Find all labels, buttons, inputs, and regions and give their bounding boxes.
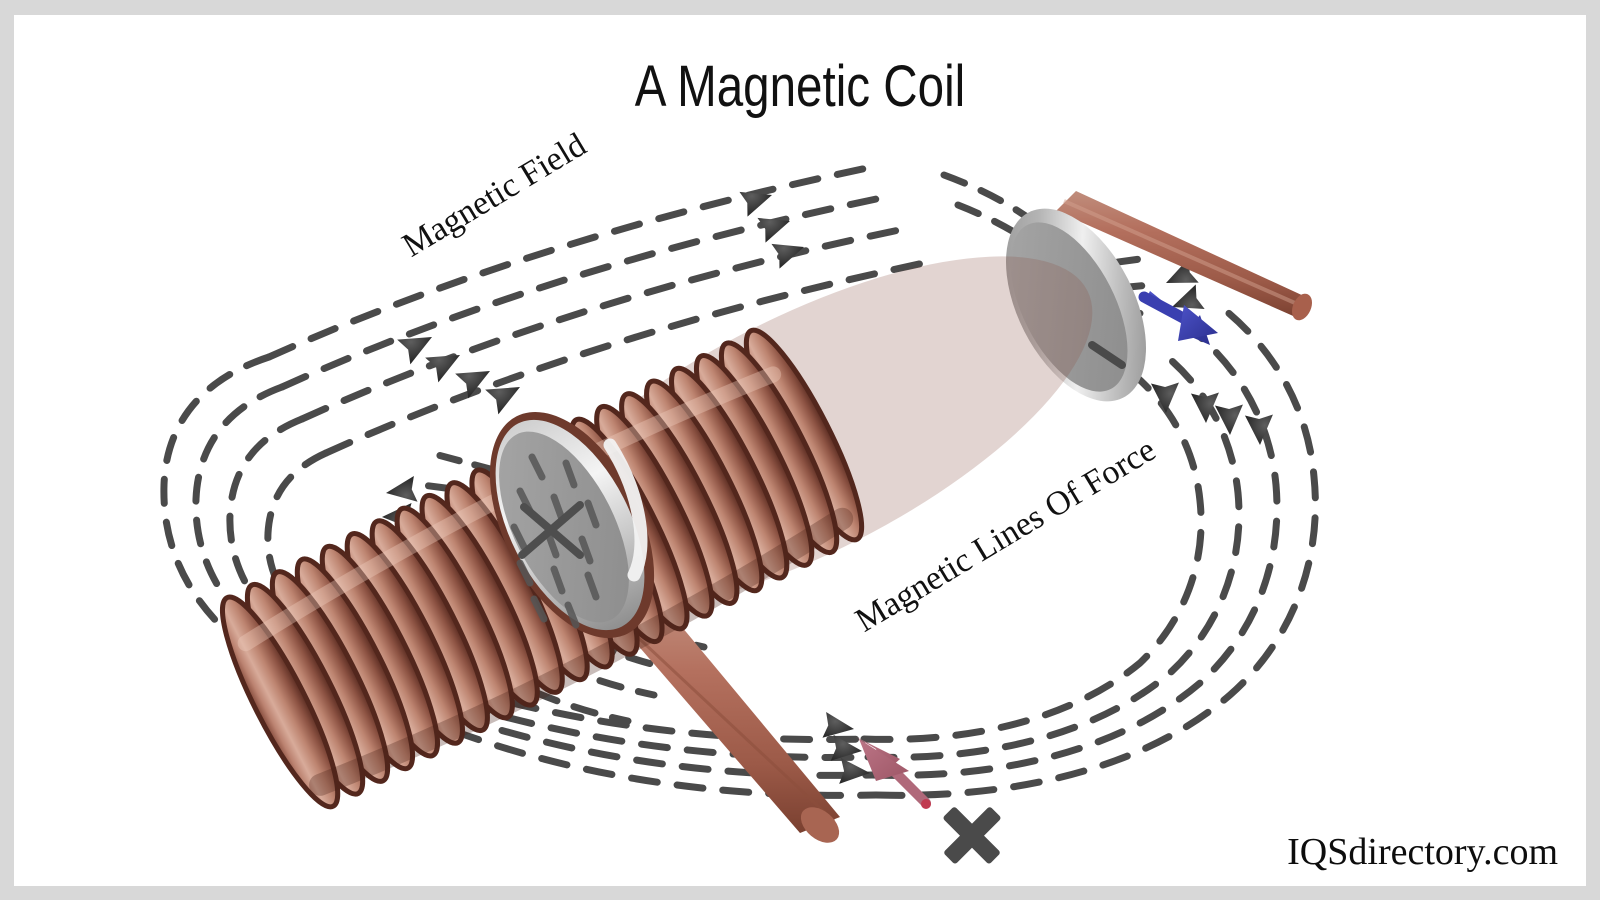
arrowhead-top-1 (739, 191, 772, 217)
copper-coil-winding (219, 256, 1093, 810)
arrowhead-upleft-3 (455, 371, 490, 399)
arrowhead-right-3 (1214, 404, 1243, 435)
current-into-page-marker (943, 807, 1001, 864)
arrowhead-upleft-2 (425, 355, 460, 383)
current-direction-arrow-mauve (856, 737, 931, 809)
lead-wire-upper-right (1056, 191, 1313, 321)
core-end-cap-left (489, 411, 655, 639)
field-lines-top-band (265, 163, 928, 457)
lead-wire-lower-left (610, 603, 840, 843)
magnetic-coil-illustration (160, 163, 1319, 864)
watermark-iqsdirectory: IQSdirectory.com (1287, 831, 1558, 873)
figure-canvas: A Magnetic Coil Magnetic Field Magnetic … (14, 15, 1586, 886)
arrowhead-right-4 (1244, 414, 1273, 445)
arrowhead-bottom-2 (830, 734, 862, 761)
arrowhead-upleft-1 (397, 337, 432, 365)
arrowhead-right-1 (1150, 382, 1179, 413)
arrowhead-bottom-1 (822, 711, 854, 738)
arrowhead-top-3 (771, 243, 804, 269)
arrowhead-leftpole-1 (386, 475, 418, 502)
arrowhead-rightpole-1 (1166, 258, 1199, 283)
arrowhead-top-2 (757, 217, 790, 243)
arrowhead-rightpole-2 (1172, 284, 1205, 309)
arrowhead-right-2 (1190, 392, 1219, 423)
arrowhead-upleft-4 (485, 387, 520, 415)
field-dash-right-detached (1088, 341, 1126, 369)
arrowhead-bottom-3 (839, 757, 870, 784)
current-direction-arrow-blue (1138, 291, 1218, 345)
page-title: A Magnetic Coil (634, 54, 966, 119)
field-lines-right-loops (860, 299, 1319, 799)
